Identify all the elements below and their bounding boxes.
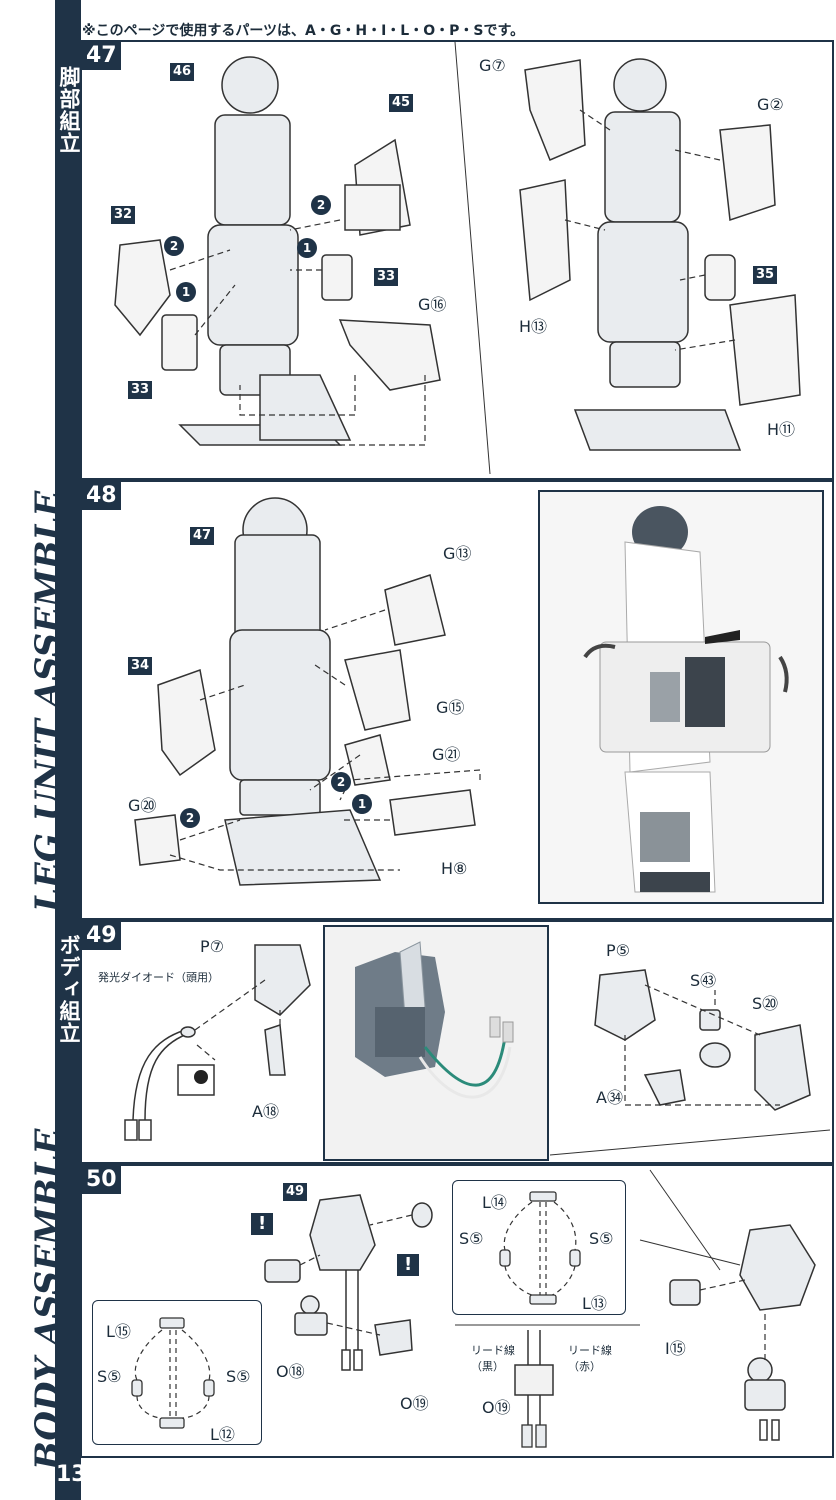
lower-leg-photo: [538, 490, 824, 904]
head-assembly-illustration: [264, 1194, 433, 1371]
order-marker-1: 1: [352, 794, 372, 814]
led-label: 発光ダイオード（頭用）: [98, 971, 219, 984]
order-marker-2-right: 2: [311, 195, 331, 215]
head-led-photo: [323, 925, 549, 1161]
part-label-i15: I⑮: [665, 1339, 686, 1358]
order-marker-1-left: 1: [176, 282, 196, 302]
part-ref-46: 46: [170, 63, 195, 81]
part-label-g13: G⑬: [443, 544, 472, 563]
body-assemble-title: BODY ASSEMBLE: [28, 1128, 68, 1470]
part-label-o18: O⑱: [276, 1362, 305, 1381]
l12-l15-subassembly-illustration: [131, 1317, 215, 1429]
leg-frame-illustration-right: [519, 58, 801, 451]
lead-wire-black-label: リード線 （黒）: [471, 1344, 515, 1373]
part-label-g15: G⑮: [436, 698, 465, 717]
lower-leg-illustration: [134, 497, 481, 886]
part-label-g21: G㉑: [432, 745, 461, 764]
torso-core-illustration: [549, 969, 831, 1156]
part-label-a34: A㉞: [596, 1088, 623, 1107]
leg-assembly-jp-label: 脚部組立: [57, 66, 81, 154]
part-label-o19: O⑲: [400, 1394, 429, 1413]
order-marker-2-upper: 2: [331, 772, 351, 792]
part-ref-33-left: 33: [128, 381, 153, 399]
part-label-p5: P⑤: [606, 941, 630, 960]
order-marker-2-lower: 2: [180, 808, 200, 828]
l13-l14-subassembly-box: [452, 1180, 626, 1315]
part-label-a18: A⑱: [252, 1102, 279, 1121]
part-label-s5-right-b: S⑤: [589, 1229, 614, 1248]
order-marker-2-left: 2: [164, 236, 184, 256]
parts-note: ※このページで使用するパーツは、A・G・H・I・L・O・P・Sです。: [82, 23, 525, 39]
part-label-s5-left-a: S⑤: [97, 1367, 122, 1386]
order-marker-1-right: 1: [297, 238, 317, 258]
step-50-number: 50: [82, 1166, 121, 1194]
part-ref-45: 45: [389, 94, 414, 112]
part-ref-33-right: 33: [374, 268, 399, 286]
leg-frame-illustration-left: [114, 56, 441, 446]
part-ref-49: 49: [283, 1183, 308, 1201]
step-49-number: 49: [82, 922, 121, 950]
warning-icon-right: !: [397, 1254, 420, 1276]
l13-l14-subassembly-illustration: [499, 1191, 581, 1305]
part-label-g7: G⑦: [479, 56, 506, 75]
lead-wire-detail-illustration: [455, 1324, 640, 1448]
head-led-illustration: [124, 944, 311, 1141]
step-48-number: 48: [82, 482, 121, 510]
part-label-l13: L⑬: [582, 1294, 607, 1313]
step-47-divider: [454, 41, 491, 475]
warning-icon-left: !: [251, 1213, 274, 1235]
part-label-h11: H⑪: [767, 420, 796, 439]
part-ref-34: 34: [128, 657, 153, 675]
lead-wire-red-label: リード線 （赤）: [568, 1344, 612, 1373]
sidebar: [55, 0, 81, 1500]
part-label-l15: L⑮: [106, 1322, 131, 1341]
part-label-s5-right-a: S⑤: [226, 1367, 251, 1386]
part-label-l12: L⑫: [210, 1425, 235, 1444]
page-number: 13: [56, 1462, 87, 1487]
part-ref-35: 35: [753, 266, 778, 284]
body-assembly-jp-label: ボディ組立: [57, 934, 81, 1044]
part-label-s43: S㊸: [690, 971, 717, 990]
part-label-p7: P⑦: [200, 937, 224, 956]
leg-unit-assemble-title: LEG UNIT ASSEMBLE: [28, 490, 68, 912]
part-ref-32: 32: [111, 206, 136, 224]
part-label-o19-detail: O⑲: [482, 1398, 511, 1417]
completed-head-illustration: [639, 1169, 816, 1441]
part-label-h13: H⑬: [519, 317, 548, 336]
part-label-g16: G⑯: [418, 295, 447, 314]
part-label-s5-left-b: S⑤: [459, 1229, 484, 1248]
part-ref-47: 47: [190, 527, 215, 545]
part-label-s20: S⑳: [752, 994, 779, 1013]
step-47-number: 47: [82, 42, 121, 70]
part-label-g2: G②: [757, 95, 784, 114]
part-label-l14: L⑭: [482, 1193, 507, 1212]
part-label-g20: G⑳: [128, 796, 157, 815]
part-label-h8: H⑧: [441, 859, 468, 878]
